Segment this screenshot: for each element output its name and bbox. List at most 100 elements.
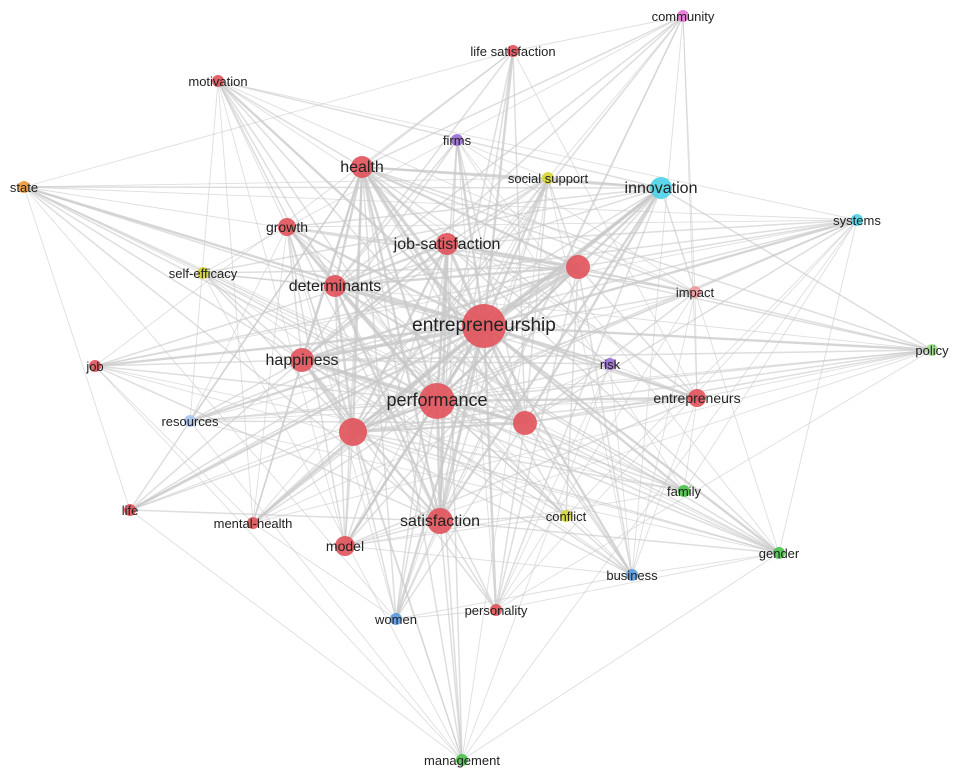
node-mental-health[interactable] [247,517,259,529]
edge-personality-firms [456,139,497,611]
edge-entrepreneurship-life [128,324,486,512]
edge-unlabeled-b-unlabeled-c [351,421,527,434]
edge-unlabeled-b-business [352,431,633,576]
edge-unlabeled-c-social-support [524,177,549,424]
node-growth[interactable] [278,218,296,236]
node-happiness[interactable] [290,348,314,372]
node-firms[interactable] [451,134,463,146]
node-self-efficacy[interactable] [197,267,209,279]
node-label-impact: impact [676,285,715,300]
edge-satisfaction-state [23,186,441,522]
node-label-life: life [122,503,139,518]
edge-happiness-firms [301,139,458,361]
node-systems[interactable] [851,214,863,226]
node-motivation[interactable] [212,75,224,87]
node-business[interactable] [626,569,638,581]
node-unlabeled-b[interactable] [339,418,367,446]
edge-entrepreneurs-life-satisfaction [512,50,698,399]
edge-resources-gender [189,420,780,554]
edge-self-efficacy-management [202,272,463,761]
edge-mental-health-women [252,522,397,620]
edge-unlabeled-a-resources [189,266,579,422]
edge-unlabeled-b-innovation [351,186,663,434]
node-label-women: women [374,612,417,627]
node-label-social-support: social support [508,171,589,186]
edge-impact-motivation [217,80,696,293]
node-life-satisfaction[interactable] [507,45,519,57]
node-performance[interactable] [419,383,455,419]
node-life[interactable] [124,504,136,516]
edge-mental-health-innovation [252,187,662,524]
edge-unlabeled-c-family [524,422,685,492]
edge-unlabeled-a-mental-health [252,266,579,524]
edge-model-business [344,545,633,576]
node-unlabeled-a[interactable] [566,255,590,279]
node-label-systems: systems [833,213,881,228]
edge-entrepreneurship-women [394,324,486,621]
edge-satisfaction-management [439,520,463,761]
node-label-motivation: motivation [188,74,247,89]
edge-state-women [23,186,397,620]
edge-determinants-social-support [334,177,549,287]
edge-impact-resources [189,291,696,422]
node-entrepreneurship[interactable] [462,304,506,348]
node-management[interactable] [456,754,468,766]
edge-growth-systems [286,219,858,228]
edge-social-support-women [395,177,549,620]
node-innovation[interactable] [650,177,672,199]
node-personality[interactable] [490,604,502,616]
edge-unlabeled-a-self-efficacy [202,266,579,274]
node-women[interactable] [390,613,402,625]
node-entrepreneurs[interactable] [688,389,706,407]
node-community[interactable] [677,10,689,22]
edge-firms-family [456,139,685,492]
node-satisfaction[interactable] [427,508,453,534]
edge-growth-women [286,226,397,620]
node-impact[interactable] [689,286,701,298]
edge-systems-family [683,219,858,492]
node-label-personality: personality [465,603,528,618]
edge-unlabeled-a-entrepreneurs [577,266,698,399]
node-social-support[interactable] [542,172,554,184]
node-conflict[interactable] [560,510,572,522]
node-health[interactable] [351,156,373,178]
edge-determinants-gender [334,285,780,554]
node-gender[interactable] [773,547,785,559]
edge-state-family [23,186,685,492]
node-resources[interactable] [184,415,196,427]
edge-unlabeled-b-policy [352,349,933,433]
edge-determinants-life-satisfaction [334,50,514,287]
node-risk[interactable] [604,358,616,370]
nodes-layer [18,10,938,766]
node-policy[interactable] [926,344,938,356]
node-determinants[interactable] [324,275,346,297]
node-unlabeled-c[interactable] [513,411,537,435]
edge-unlabeled-a-business [577,266,633,576]
node-label-entrepreneurship: entrepreneurship [412,315,556,336]
edge-risk-management [461,363,611,761]
node-model[interactable] [335,536,355,556]
edge-entrepreneurship-entrepreneurs [482,324,699,400]
edge-determinants-state [23,186,336,287]
edge-unlabeled-c-entrepreneurs [524,397,698,424]
edge-mental-health-policy [252,349,933,524]
edge-systems-conflict [565,219,858,517]
edge-growth-mental-health [252,226,288,524]
node-job[interactable] [89,360,101,372]
edge-performance-job [94,365,438,402]
edge-impact-gender [694,291,780,554]
node-label-job: job [85,359,103,374]
edge-satisfaction-model [344,520,441,547]
edge-unlabeled-a-job [94,266,579,367]
node-label-policy: policy [915,343,949,358]
edge-job-life-satisfaction [94,50,514,367]
node-state[interactable] [18,181,30,193]
edge-mental-health-motivation [217,80,254,524]
edge-entrepreneurship-health [360,165,486,328]
edge-health-policy [361,166,933,351]
edge-social-support-management [461,177,549,761]
edge-impact-business [631,291,696,576]
node-job-satisfaction[interactable] [436,233,458,255]
node-family[interactable] [678,485,690,497]
